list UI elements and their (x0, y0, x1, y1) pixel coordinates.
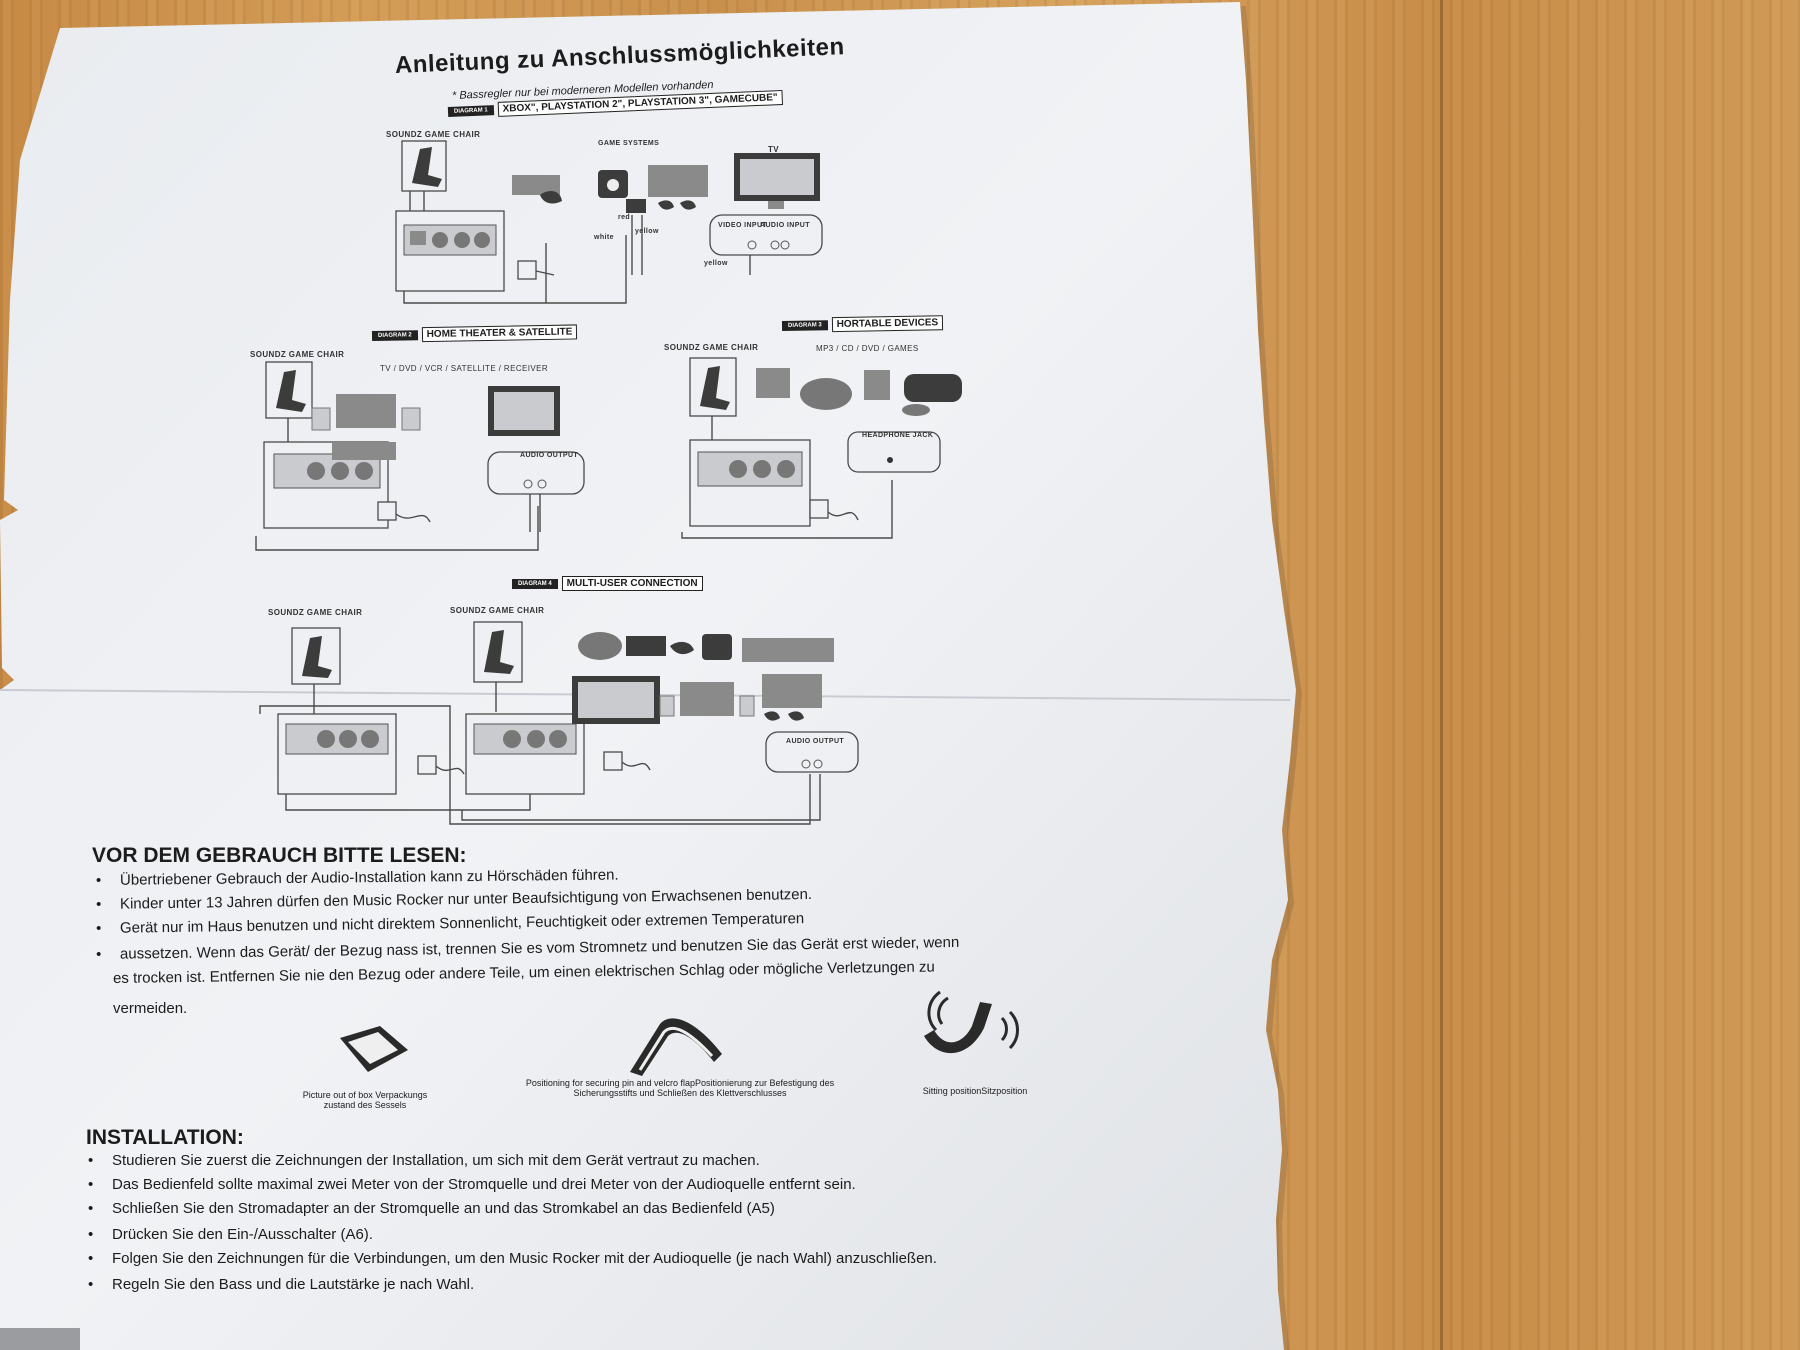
chair-boxed-pictogram (340, 1026, 408, 1072)
floor-board-seam (1440, 0, 1443, 1350)
installation-bullet-3: Schließen Sie den Stromadapter an der St… (88, 1200, 775, 1217)
diagram-1-red-label: red (618, 214, 631, 221)
warning-heading: VOR DEM GEBRAUCH BITTE LESEN: (92, 844, 467, 867)
diagram-4-title: MULTI-USER CONNECTION (561, 576, 703, 591)
diagram-4-chair-1-label: SOUNDZ GAME CHAIR (268, 608, 363, 617)
diagram-4-chair-2-label: SOUNDZ GAME CHAIR (450, 606, 545, 615)
installation-bullet-5: Folgen Sie den Zeichnungen für die Verbi… (88, 1250, 937, 1267)
chair-positioning-pictogram (630, 1018, 722, 1076)
diagram-2-chair-label: SOUNDZ GAME CHAIR (250, 350, 345, 359)
diagram-1-video-input-label: VIDEO INPUT (718, 222, 768, 229)
chair-sitting-pictogram (924, 990, 1019, 1054)
diagram-3-chair-label: SOUNDZ GAME CHAIR (664, 343, 759, 352)
diagram-3-header: DIAGRAM 3 HORTABLE DEVICES (781, 315, 944, 333)
diagram-3-headphone-jack-label: HEADPHONE JACK (862, 432, 934, 439)
diagram-1-audio-input-label: AUDIO INPUT (760, 222, 810, 229)
warning-continuation-2: vermeiden. (113, 1000, 188, 1017)
diagram-1-white-label: white (594, 234, 614, 241)
diagram-1-yellow-2-label: yellow (704, 260, 728, 267)
installation-bullet-4: Drücken Sie den Ein-/Ausschalter (A6). (88, 1226, 373, 1243)
diagram-2-devices-label: TV / DVD / VCR / SATELLITE / RECEIVER (380, 364, 549, 373)
diagram-2-title: HOME THEATER & SATELLITE (421, 324, 578, 343)
diagram-1-illustration (395, 140, 823, 304)
caption-out-of-box: Picture out of box Verpackungs zustand d… (302, 1090, 428, 1110)
installation-bullet-1: Studieren Sie zuerst die Zeichnungen der… (88, 1152, 760, 1169)
diagram-3-illustration (681, 357, 962, 539)
installation-heading: INSTALLATION: (86, 1126, 244, 1149)
diagram-2-illustration (255, 361, 585, 551)
caption-sitting: Sitting positionSitzposition (922, 1086, 1028, 1096)
diagram-4-audio-output-label: AUDIO OUTPUT (786, 738, 845, 745)
diagram-1-tv-label: TV (768, 145, 780, 154)
diagram-2-number: DIAGRAM 2 (371, 329, 418, 341)
installation-bullet-2: Das Bedienfeld sollte maximal zwei Meter… (88, 1176, 856, 1193)
diagram-4-header: DIAGRAM 4 MULTI-USER CONNECTION (512, 576, 703, 591)
diagram-1-number: DIAGRAM 1 (447, 104, 494, 117)
diagram-3-title: HORTABLE DEVICES (831, 315, 944, 333)
diagram-2-audio-output-label: AUDIO OUTPUT (520, 452, 579, 459)
diagram-1-game-systems-label: GAME SYSTEMS (598, 140, 660, 147)
diagram-3-devices-label: MP3 / CD / DVD / GAMES (816, 344, 919, 353)
diagram-4-number: DIAGRAM 4 (512, 578, 558, 589)
installation-bullet-6: Regeln Sie den Bass und die Lautstärke j… (88, 1276, 474, 1293)
diagram-1-chair-label: SOUNDZ GAME CHAIR (386, 130, 481, 139)
diagram-1-yellow-label: yellow (635, 228, 659, 235)
diagram-3-number: DIAGRAM 3 (781, 319, 828, 331)
caption-positioning: Positioning for securing pin and velcro … (525, 1078, 835, 1098)
diagram-4-illustration (259, 621, 859, 825)
